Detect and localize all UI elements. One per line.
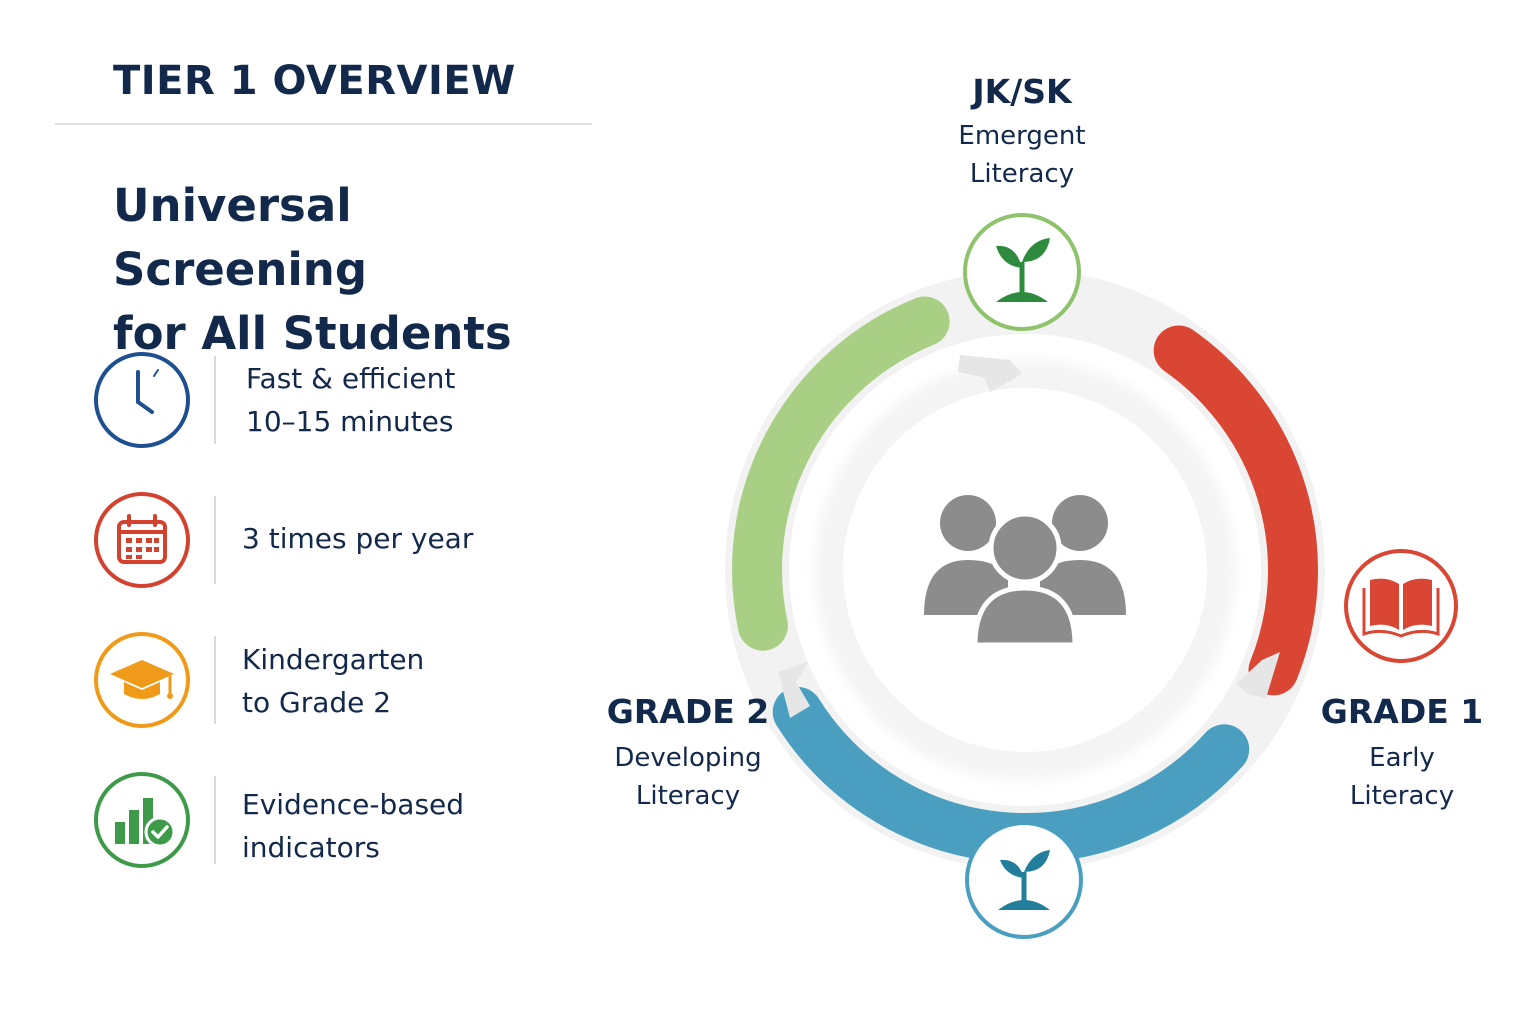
sprout-icon (998, 850, 1050, 910)
feature-fast-text: Fast & efficient 10–15 minutes (246, 357, 455, 443)
feature-separator (214, 496, 216, 584)
feature-evidence-text: Evidence-based indicators (242, 783, 464, 869)
feature-grades-line-2: to Grade 2 (242, 686, 392, 719)
arc-grade-1 (1153, 325, 1318, 696)
students-group-icon (924, 495, 1126, 648)
jk-sk-badge (963, 213, 1081, 331)
feature-evidence (92, 770, 192, 874)
stage-grade-1-sub-2: Literacy (1349, 781, 1455, 811)
stage-grade-2-sub-2: Literacy (635, 781, 741, 811)
feature-evidence-line-1: Evidence-based (242, 788, 465, 821)
headline-line-1: Universal Screening (113, 179, 368, 296)
grade-2-badge (965, 821, 1083, 939)
feature-evidence-line-2: indicators (242, 831, 380, 864)
feature-separator (214, 356, 216, 444)
feature-fast-line-1: Fast & efficient (246, 362, 456, 395)
open-book-icon (1362, 578, 1440, 638)
headline: Universal Screening for All Students (113, 174, 593, 366)
feature-fast-line-2: 10–15 minutes (246, 405, 454, 438)
graduation-cap-icon (94, 632, 190, 728)
feature-separator (214, 636, 216, 724)
sprout-icon (996, 238, 1050, 302)
stage-grade-1: GRADE 1 Early Literacy (1300, 692, 1504, 815)
feature-separator (214, 776, 216, 864)
feature-grades (92, 630, 192, 734)
stage-grade-1-sub-1: Early (1369, 743, 1435, 773)
feature-frequency-text: 3 times per year (242, 517, 473, 560)
stage-grade-2-title: GRADE 2 (606, 692, 770, 731)
bar-chart-check-icon (94, 772, 190, 868)
grade-1-badge (1344, 549, 1458, 663)
feature-frequency-line-1: 3 times per year (242, 522, 474, 555)
stage-jk-sk: JK/SK Emergent Literacy (920, 72, 1124, 193)
stage-grade-2-sub-1: Developing (614, 743, 762, 773)
feature-fast (92, 350, 192, 454)
feature-grades-text: Kindergarten to Grade 2 (242, 638, 424, 724)
stage-jk-sk-subtitle: Emergent Literacy (920, 117, 1124, 193)
stage-jk-sk-sub-2: Literacy (969, 159, 1075, 189)
overview-title: TIER 1 OVERVIEW (113, 58, 516, 104)
calendar-icon (94, 492, 190, 588)
stage-grade-2-subtitle: Developing Literacy (586, 739, 790, 815)
arrow-right-icon (958, 355, 1022, 392)
stage-jk-sk-title: JK/SK (972, 72, 1072, 111)
stage-grade-1-title: GRADE 1 (1320, 692, 1484, 731)
stage-grade-1-subtitle: Early Literacy (1300, 739, 1504, 815)
arc-jk-sk (732, 296, 950, 651)
stage-grade-2: GRADE 2 Developing Literacy (586, 692, 790, 815)
feature-frequency (92, 490, 192, 594)
headline-line-2: for All Students (113, 307, 512, 360)
divider (55, 123, 592, 125)
feature-grades-line-1: Kindergarten (242, 643, 425, 676)
stage-jk-sk-sub-1: Emergent (958, 121, 1086, 151)
arrow-up-icon (778, 662, 810, 718)
cycle-arrows (778, 355, 1280, 718)
arrow-down-icon (1236, 652, 1280, 698)
clock-icon (94, 352, 190, 448)
